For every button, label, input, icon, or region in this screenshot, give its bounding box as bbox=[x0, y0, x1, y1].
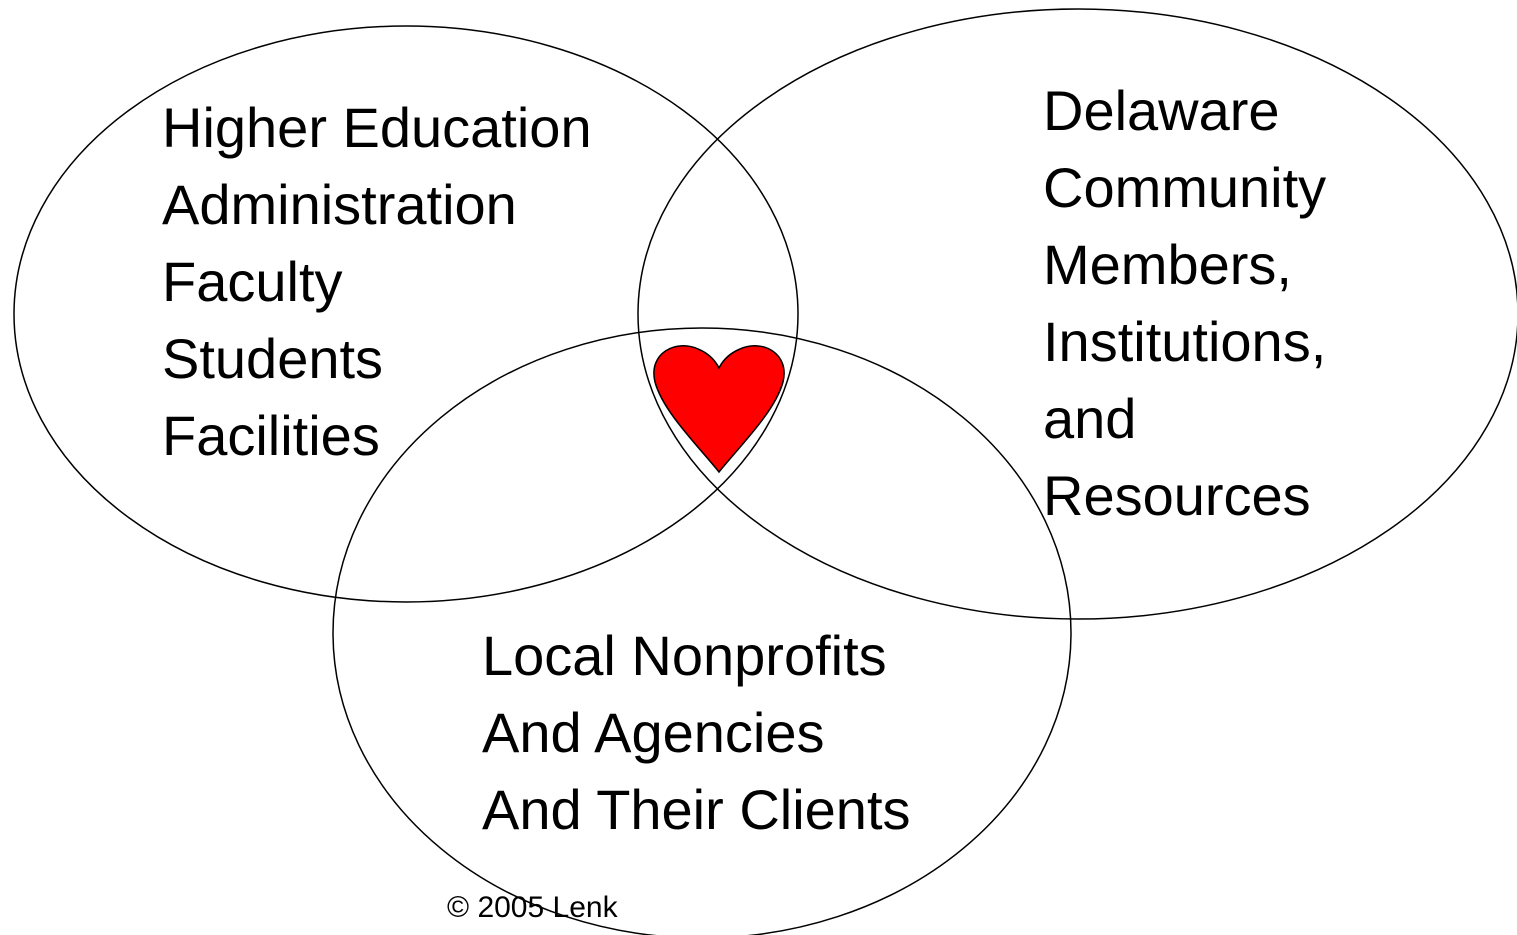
label-line: Members, bbox=[1043, 233, 1292, 296]
right-circle-label: Delaware Community Members, Institutions… bbox=[1043, 72, 1326, 534]
label-line: Community bbox=[1043, 156, 1327, 219]
label-line: and bbox=[1043, 387, 1137, 450]
copyright-notice: © 2005 Lenk bbox=[447, 891, 618, 924]
bottom-circle-label: Local Nonprofits And Agencies And Their … bbox=[482, 617, 911, 848]
label-line: Students bbox=[162, 327, 384, 390]
label-line: Resources bbox=[1043, 464, 1311, 527]
label-line: Delaware bbox=[1043, 79, 1280, 142]
label-line: Faculty bbox=[162, 250, 343, 313]
label-line: And Agencies bbox=[482, 701, 825, 764]
label-line: Facilities bbox=[162, 404, 380, 467]
label-line: And Their Clients bbox=[482, 778, 911, 841]
label-line: Local Nonprofits bbox=[482, 624, 887, 687]
right-circle bbox=[637, 8, 1517, 620]
label-line: Institutions, bbox=[1043, 310, 1327, 373]
label-line: Higher Education bbox=[162, 96, 592, 159]
left-circle bbox=[13, 25, 799, 603]
left-circle-label: Higher Education Administration Faculty … bbox=[162, 89, 592, 474]
label-line: Administration bbox=[162, 173, 517, 236]
heart-icon bbox=[653, 345, 785, 474]
bottom-circle bbox=[332, 327, 1072, 935]
